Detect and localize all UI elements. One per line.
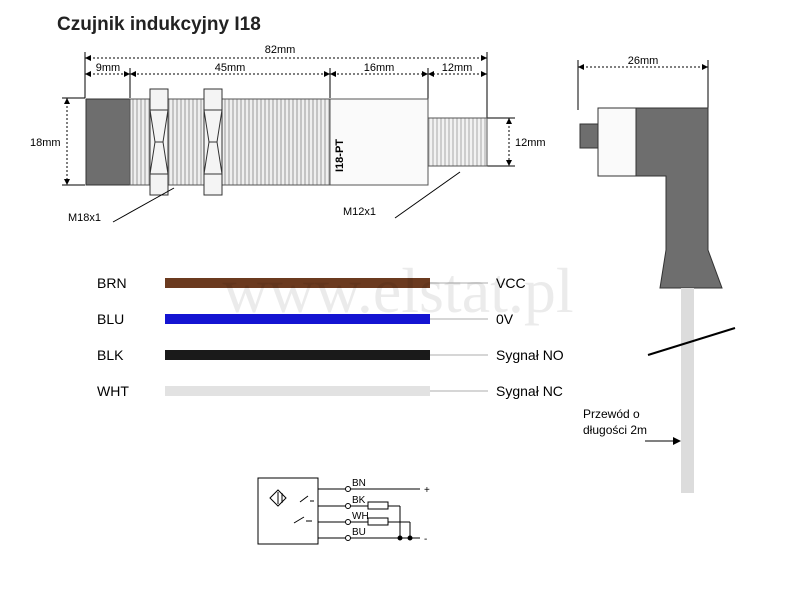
watermark: www.elstat.pl — [222, 255, 573, 326]
wire-bar-blu — [165, 314, 430, 324]
dim-body-label: 16mm — [364, 62, 395, 74]
wire-function-blu: 0V — [496, 311, 514, 327]
wire-code-wht: WHT — [97, 383, 129, 399]
dim-front-label: 9mm — [96, 62, 120, 74]
dim-connector-label: 12mm — [442, 62, 473, 74]
connector-thread — [427, 117, 488, 167]
wire-code-blk: BLK — [97, 347, 124, 363]
cable — [681, 288, 694, 493]
terminal-wh: WH — [352, 511, 369, 522]
thread-main-label: M18x1 — [68, 212, 101, 224]
cable-note-line-1: Przewód o — [583, 407, 640, 421]
dim-total-label: 82mm — [265, 44, 296, 56]
thread-connector-label: M12x1 — [343, 206, 376, 218]
wire-bar-brn — [165, 278, 430, 288]
dimension-lines — [62, 52, 709, 186]
wire-function-wht: Sygnał NC — [496, 383, 563, 399]
dim-connector-diameter-label: 12mm — [515, 137, 546, 149]
wire-code-blu: BLU — [97, 311, 124, 327]
sensing-face — [85, 98, 131, 186]
wire-list: BRN VCC BLU 0V BLK Sygnał NO WHT Sygnał NC — [97, 275, 564, 399]
wire-bar-wht — [165, 386, 430, 396]
dim-angled-width-label: 26mm — [628, 55, 659, 67]
dimension-arrows — [64, 55, 708, 185]
wiring-schematic — [257, 477, 420, 545]
smooth-body — [329, 98, 429, 186]
cable-note-line-2: długości 2m — [583, 423, 647, 437]
proximity-symbol — [269, 489, 287, 507]
supply-minus: - — [424, 534, 427, 545]
dim-diameter-label: 18mm — [30, 137, 61, 149]
cable-break — [647, 327, 736, 356]
diagram-title: Czujnik indukcyjny I18 — [57, 14, 261, 35]
terminal-bu: BU — [352, 527, 366, 538]
nut-1 — [149, 88, 169, 196]
angled-connector: Przewód o długości 2m — [579, 107, 736, 493]
wire-function-blk: Sygnał NO — [496, 347, 564, 363]
wire-code-brn: BRN — [97, 275, 127, 291]
wire-bar-blk — [165, 350, 430, 360]
dim-thread-label: 45mm — [215, 62, 246, 74]
supply-plus: + — [424, 485, 430, 496]
nut-2 — [203, 88, 223, 196]
model-label: I18-PT — [334, 139, 346, 172]
terminal-bn: BN — [352, 478, 366, 489]
terminal-bk: BK — [352, 495, 366, 506]
wire-function-brn: VCC — [496, 275, 526, 291]
sensor-body: I18-PT — [85, 88, 488, 223]
